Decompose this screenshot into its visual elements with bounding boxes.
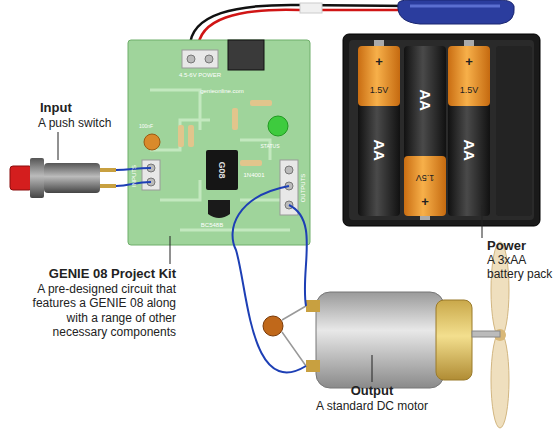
voltage-mark: 1.5V <box>416 173 435 184</box>
power-socket <box>228 40 264 70</box>
motor-capacitor <box>263 316 283 336</box>
resistors <box>178 100 272 166</box>
polarity-mark: + <box>421 194 429 210</box>
voltage-mark: 1.5V <box>460 85 479 96</box>
pcb-marking: 1N4001 <box>243 172 264 179</box>
capacitor-lead <box>282 306 306 366</box>
wire-sleeve <box>300 3 322 13</box>
led <box>268 116 288 136</box>
voltage-mark: 1.5V <box>370 85 389 96</box>
callout-heading: Power <box>487 238 526 254</box>
callout-text: A pre-designed circuit that features a G… <box>14 282 176 340</box>
battery-type: AA <box>416 89 434 111</box>
output-wire <box>233 186 306 372</box>
push-switch <box>10 158 116 198</box>
pcb-marking: 4.5-6V POWER <box>179 72 221 79</box>
pcb-marking: STATUS <box>261 143 280 149</box>
battery-type: AA <box>370 139 388 161</box>
battery-clip-shine <box>410 5 500 8</box>
chip <box>206 150 238 190</box>
leader-line <box>58 132 59 160</box>
battery-pack <box>343 34 540 226</box>
leader-line <box>482 205 483 238</box>
callout-text: A push switch <box>38 116 111 130</box>
chip-marking: G08 <box>217 161 228 178</box>
leader-line <box>170 236 171 264</box>
battery-clip <box>398 0 514 24</box>
polarity-mark: + <box>465 54 473 70</box>
leader-line <box>372 355 373 382</box>
callout-text: A 3xAA battery pack <box>487 253 553 282</box>
dc-motor <box>306 292 500 388</box>
pcb-marking: BC548B <box>201 222 223 229</box>
battery-type: AA <box>460 139 478 161</box>
callout-heading: Input <box>40 100 72 116</box>
output-wire <box>289 205 307 306</box>
callout-heading: GENIE 08 Project Kit <box>14 266 176 282</box>
pcb-marking: 100nF <box>139 123 153 129</box>
input-terminal <box>142 160 160 190</box>
power-terminal <box>182 50 218 68</box>
callout-text: A standard DC motor <box>292 399 452 413</box>
callout-heading: Output <box>322 383 422 399</box>
pcb-marking: OUTPUTS <box>300 174 307 203</box>
pcb <box>128 40 310 245</box>
pcb-marking: genieonline.com <box>200 88 244 95</box>
transistor <box>208 200 230 218</box>
pcb-marking: INPUTS <box>131 165 138 187</box>
capacitor <box>144 134 160 150</box>
polarity-mark: + <box>375 54 383 70</box>
